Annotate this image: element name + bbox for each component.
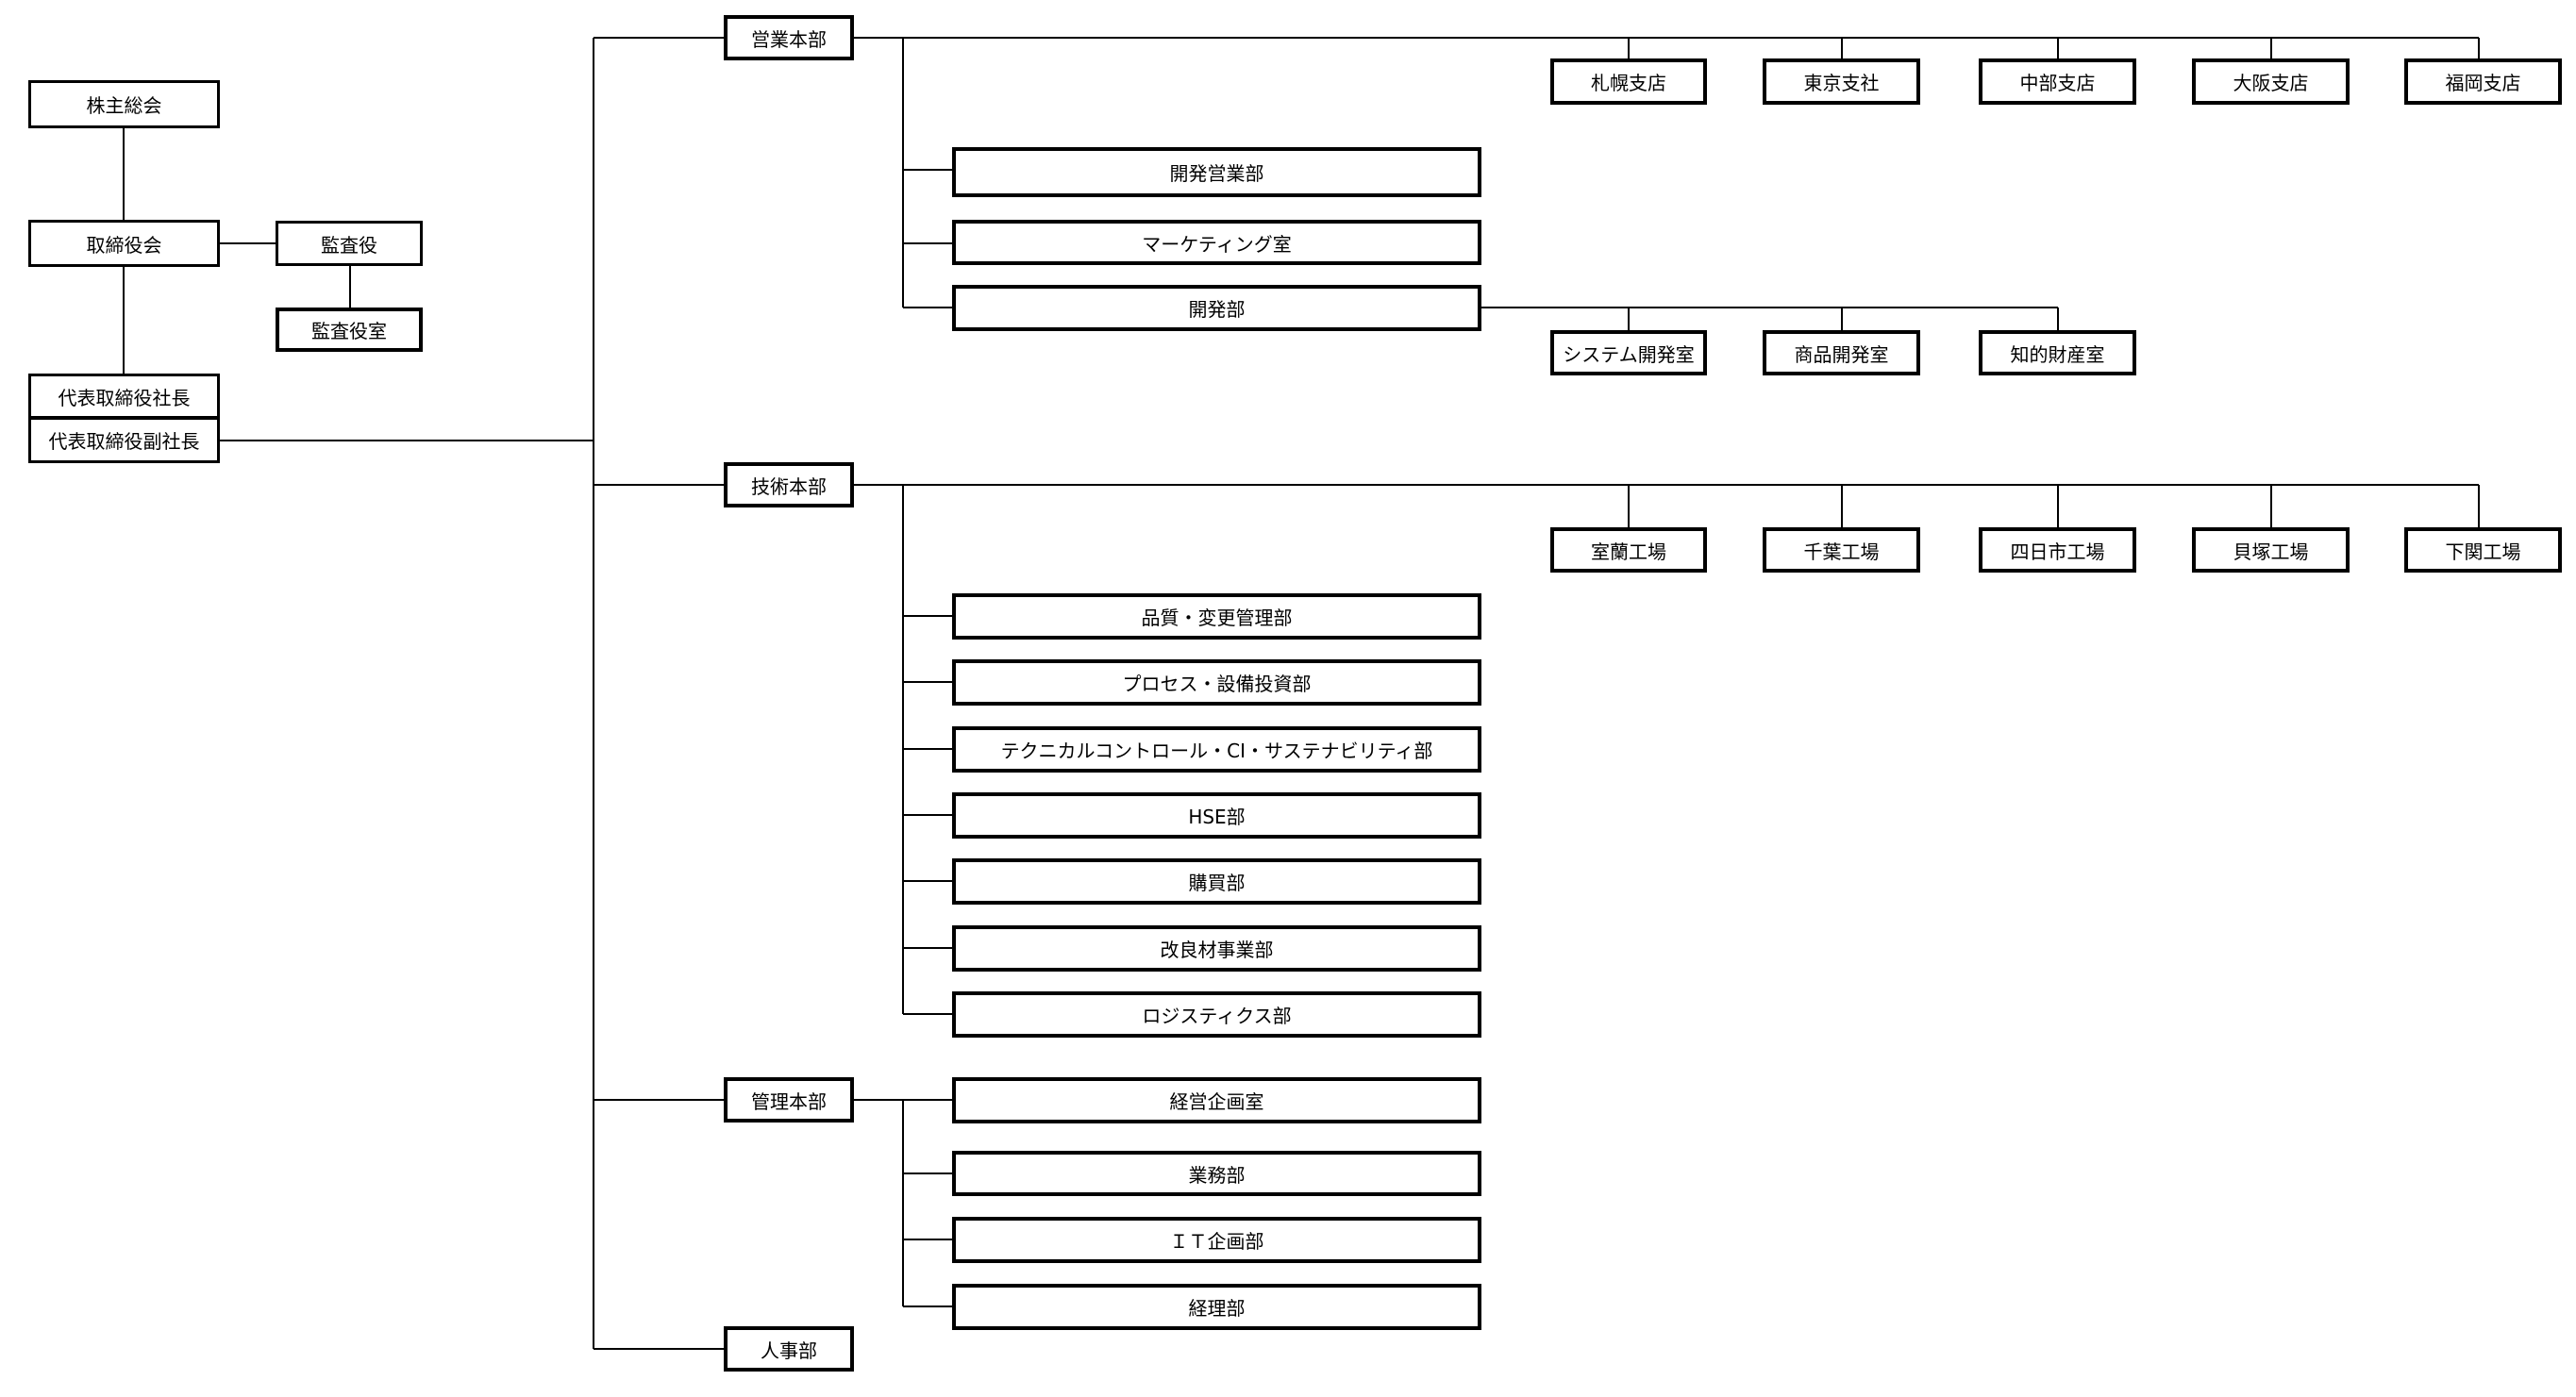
node-board-of-directors: 取締役会 (28, 220, 220, 267)
node-branch: 福岡支店 (2404, 58, 2562, 105)
node-branch: 大阪支店 (2192, 58, 2350, 105)
node-admin-dept: ＩＴ企画部 (952, 1217, 1481, 1263)
node-sales-dept: マーケティング室 (952, 220, 1481, 265)
node-dev-subunit: 知的財産室 (1979, 330, 2136, 375)
node-sales-hq: 営業本部 (724, 15, 854, 60)
node-admin-hq: 管理本部 (724, 1077, 854, 1123)
node-branch: 中部支店 (1979, 58, 2136, 105)
node-plant: 貝塚工場 (2192, 527, 2350, 573)
node-tech-dept: 品質・変更管理部 (952, 593, 1481, 640)
node-tech-dept: 購買部 (952, 858, 1481, 905)
node-tech-dept: プロセス・設備投資部 (952, 659, 1481, 706)
node-branch: 札幌支店 (1550, 58, 1707, 105)
node-admin-dept: 業務部 (952, 1151, 1481, 1196)
node-auditors: 監査役 (276, 221, 423, 266)
node-shareholders-meeting: 株主総会 (28, 80, 220, 128)
node-admin-dept: 経理部 (952, 1284, 1481, 1330)
node-dev-subunit: 商品開発室 (1763, 330, 1920, 375)
node-audit-office: 監査役室 (276, 308, 423, 352)
node-hr-dept: 人事部 (724, 1326, 854, 1372)
node-president: 代表取締役社長 (28, 374, 220, 418)
node-tech-hq: 技術本部 (724, 462, 854, 507)
node-tech-dept: テクニカルコントロール・CI・サステナビリティ部 (952, 726, 1481, 773)
node-plant: 室蘭工場 (1550, 527, 1707, 573)
node-plant: 四日市工場 (1979, 527, 2136, 573)
node-plant: 千葉工場 (1763, 527, 1920, 573)
node-branch: 東京支社 (1763, 58, 1920, 105)
node-plant: 下関工場 (2404, 527, 2562, 573)
node-development-dept: 開発部 (952, 285, 1481, 331)
node-sales-dept: 開発営業部 (952, 147, 1481, 197)
node-tech-dept: HSE部 (952, 792, 1481, 839)
node-admin-dept: 経営企画室 (952, 1077, 1481, 1123)
node-vice-president: 代表取締役副社長 (28, 418, 220, 463)
node-dev-subunit: システム開発室 (1550, 330, 1707, 375)
node-tech-dept: ロジスティクス部 (952, 991, 1481, 1038)
node-tech-dept: 改良材事業部 (952, 925, 1481, 972)
